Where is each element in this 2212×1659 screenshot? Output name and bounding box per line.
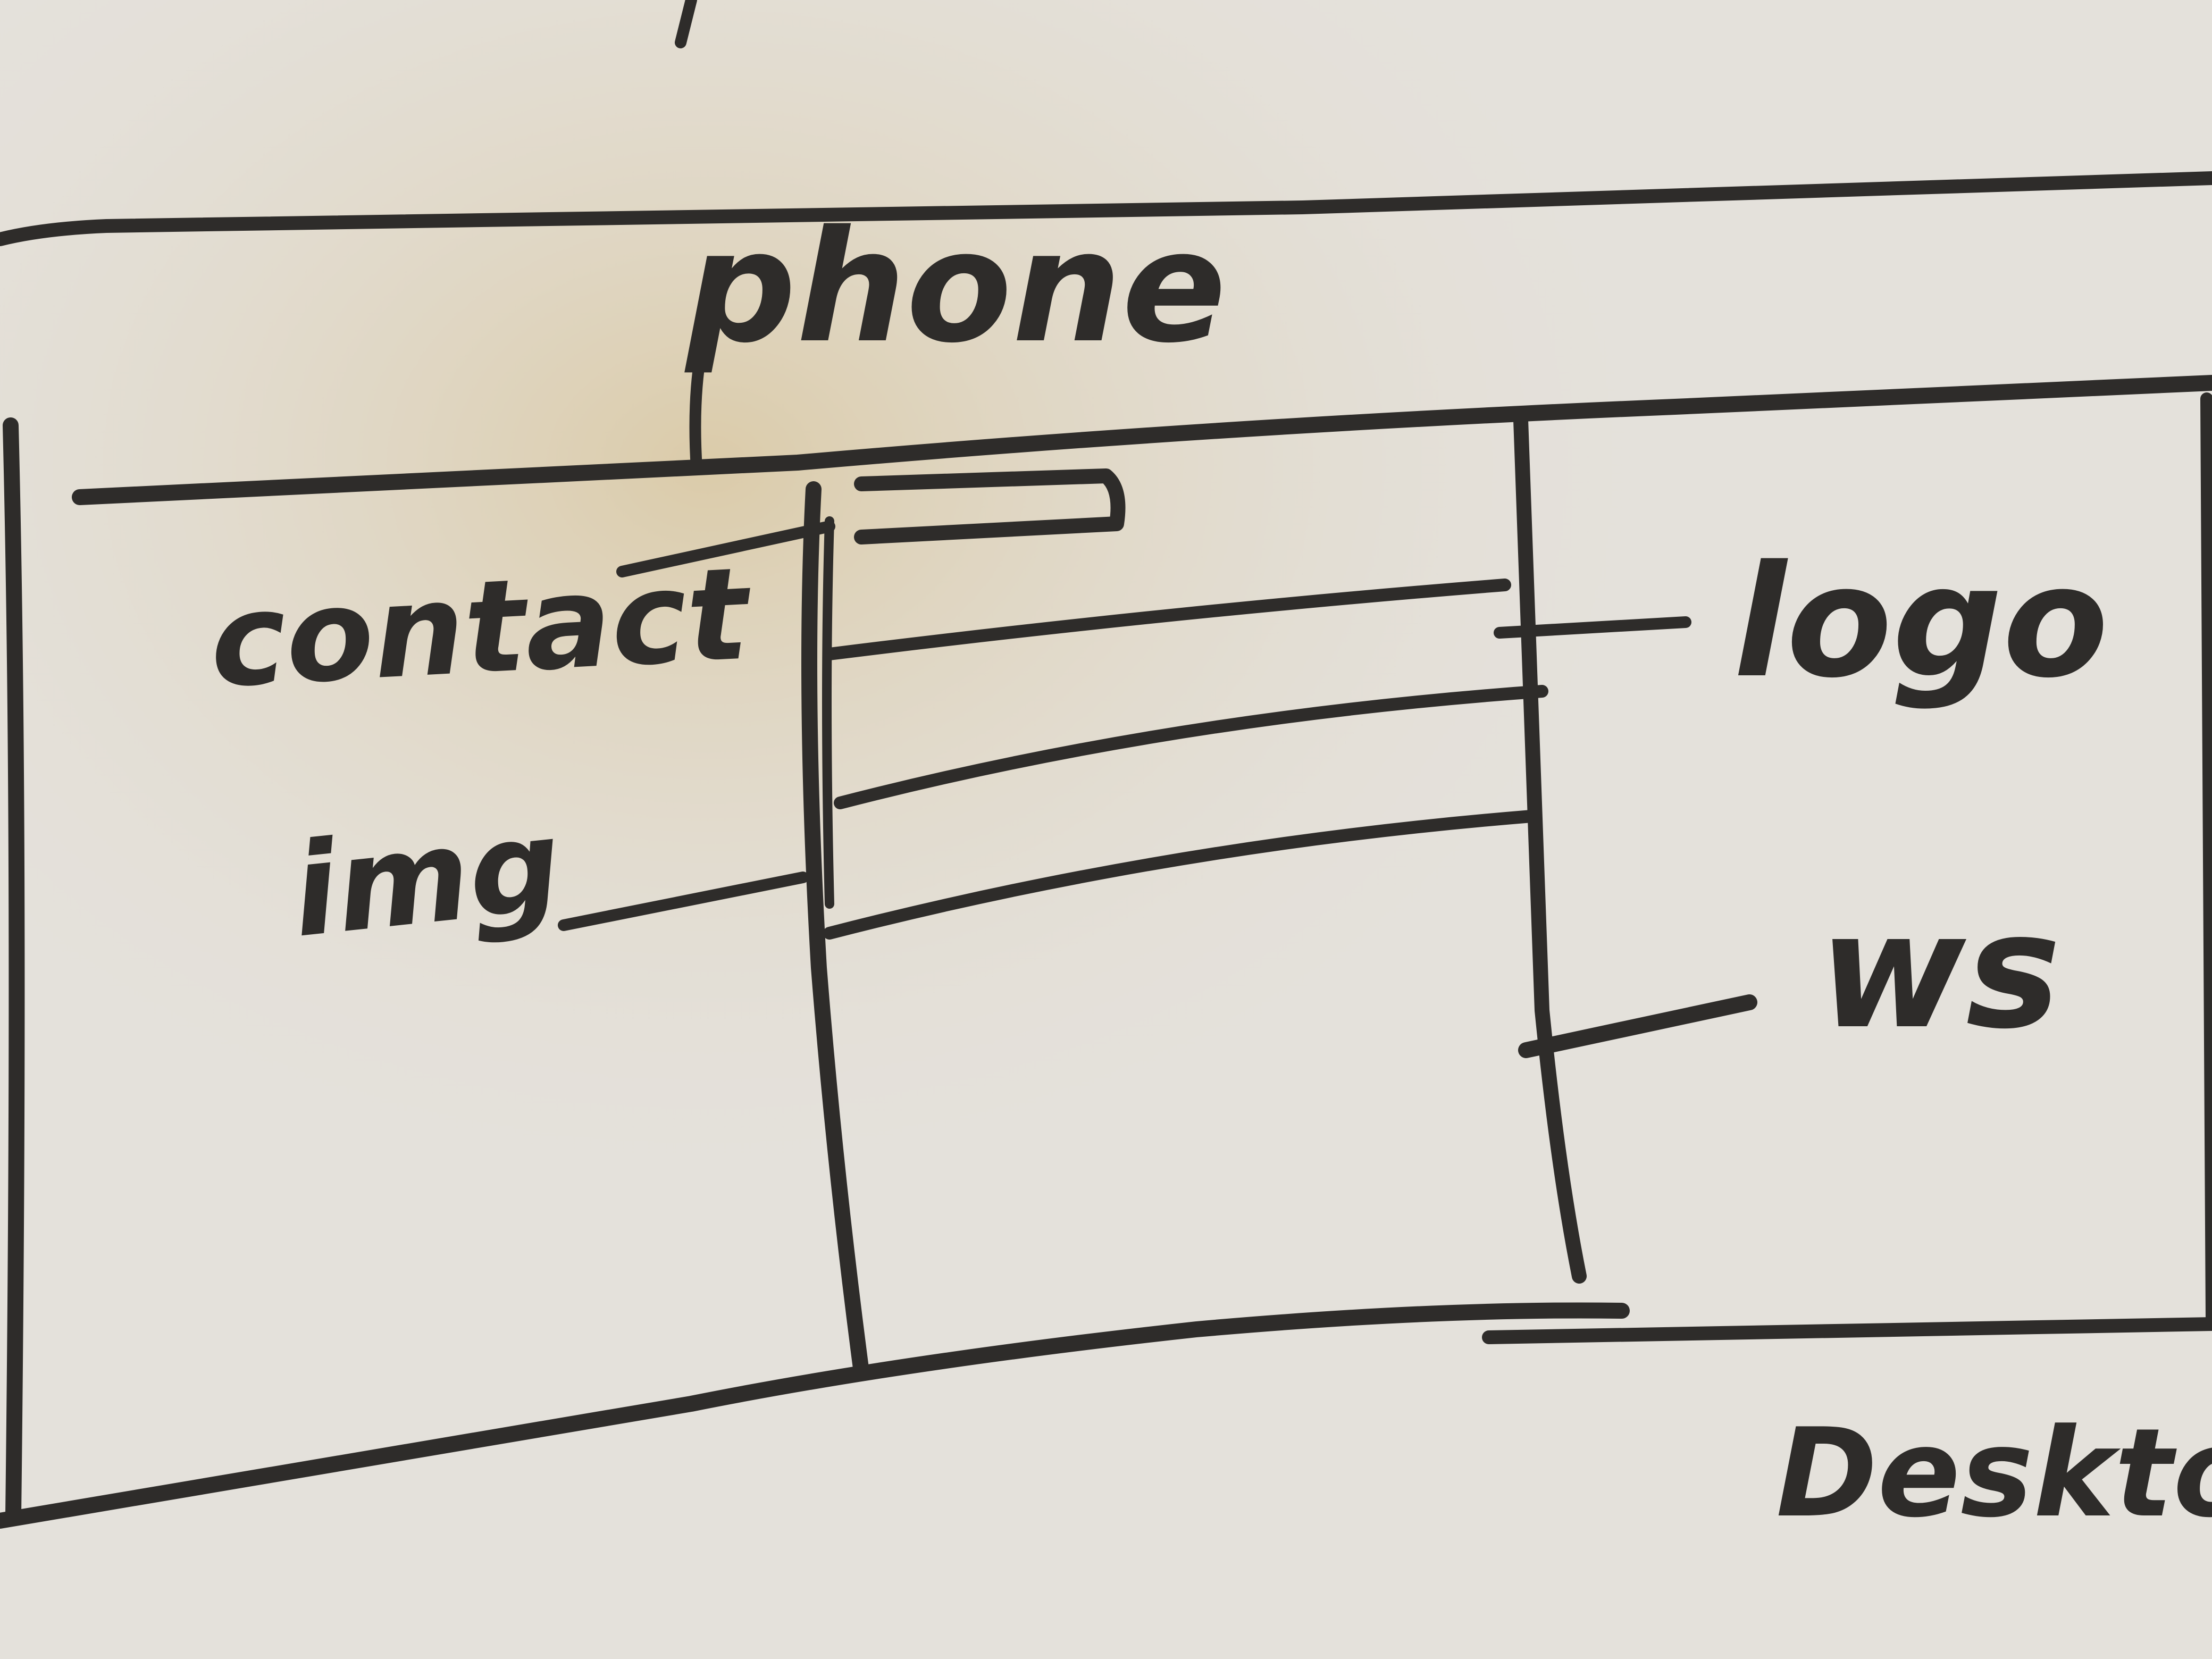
desktop-frame-left (3, 417, 25, 1523)
ws-pointer (1518, 994, 1757, 1058)
label-contact: contact (206, 539, 756, 716)
desktop-frame-top (0, 171, 2212, 246)
phone-header-block-base (856, 521, 1091, 543)
row-line-1 (823, 579, 1511, 660)
top-fragment-stroke (675, 0, 697, 48)
row-line-3 (823, 810, 1538, 940)
header-line (72, 375, 2212, 505)
label-logo: logo (1733, 533, 2108, 712)
contact-pointer (616, 521, 835, 577)
desktop-frame-bottom-right (1482, 1317, 2212, 1344)
phone-header-block (854, 468, 1126, 544)
label-desktop: Desktop (1776, 1403, 2212, 1545)
row-line-2 (834, 685, 1548, 809)
img-pointer (558, 872, 809, 931)
phone-right-edge (1513, 413, 1587, 1284)
label-ws: ws (1819, 878, 2061, 1064)
desktop-frame-right (2200, 392, 2212, 1325)
logo-pointer (1494, 616, 1691, 639)
phone-left-edge-inner (822, 516, 834, 909)
desktop-frame-bottom-left (0, 1302, 1630, 1529)
phone-left-edge (801, 481, 869, 1380)
phone-stem (689, 319, 713, 474)
label-phone: phone (683, 198, 1226, 377)
label-img: img (286, 790, 568, 966)
